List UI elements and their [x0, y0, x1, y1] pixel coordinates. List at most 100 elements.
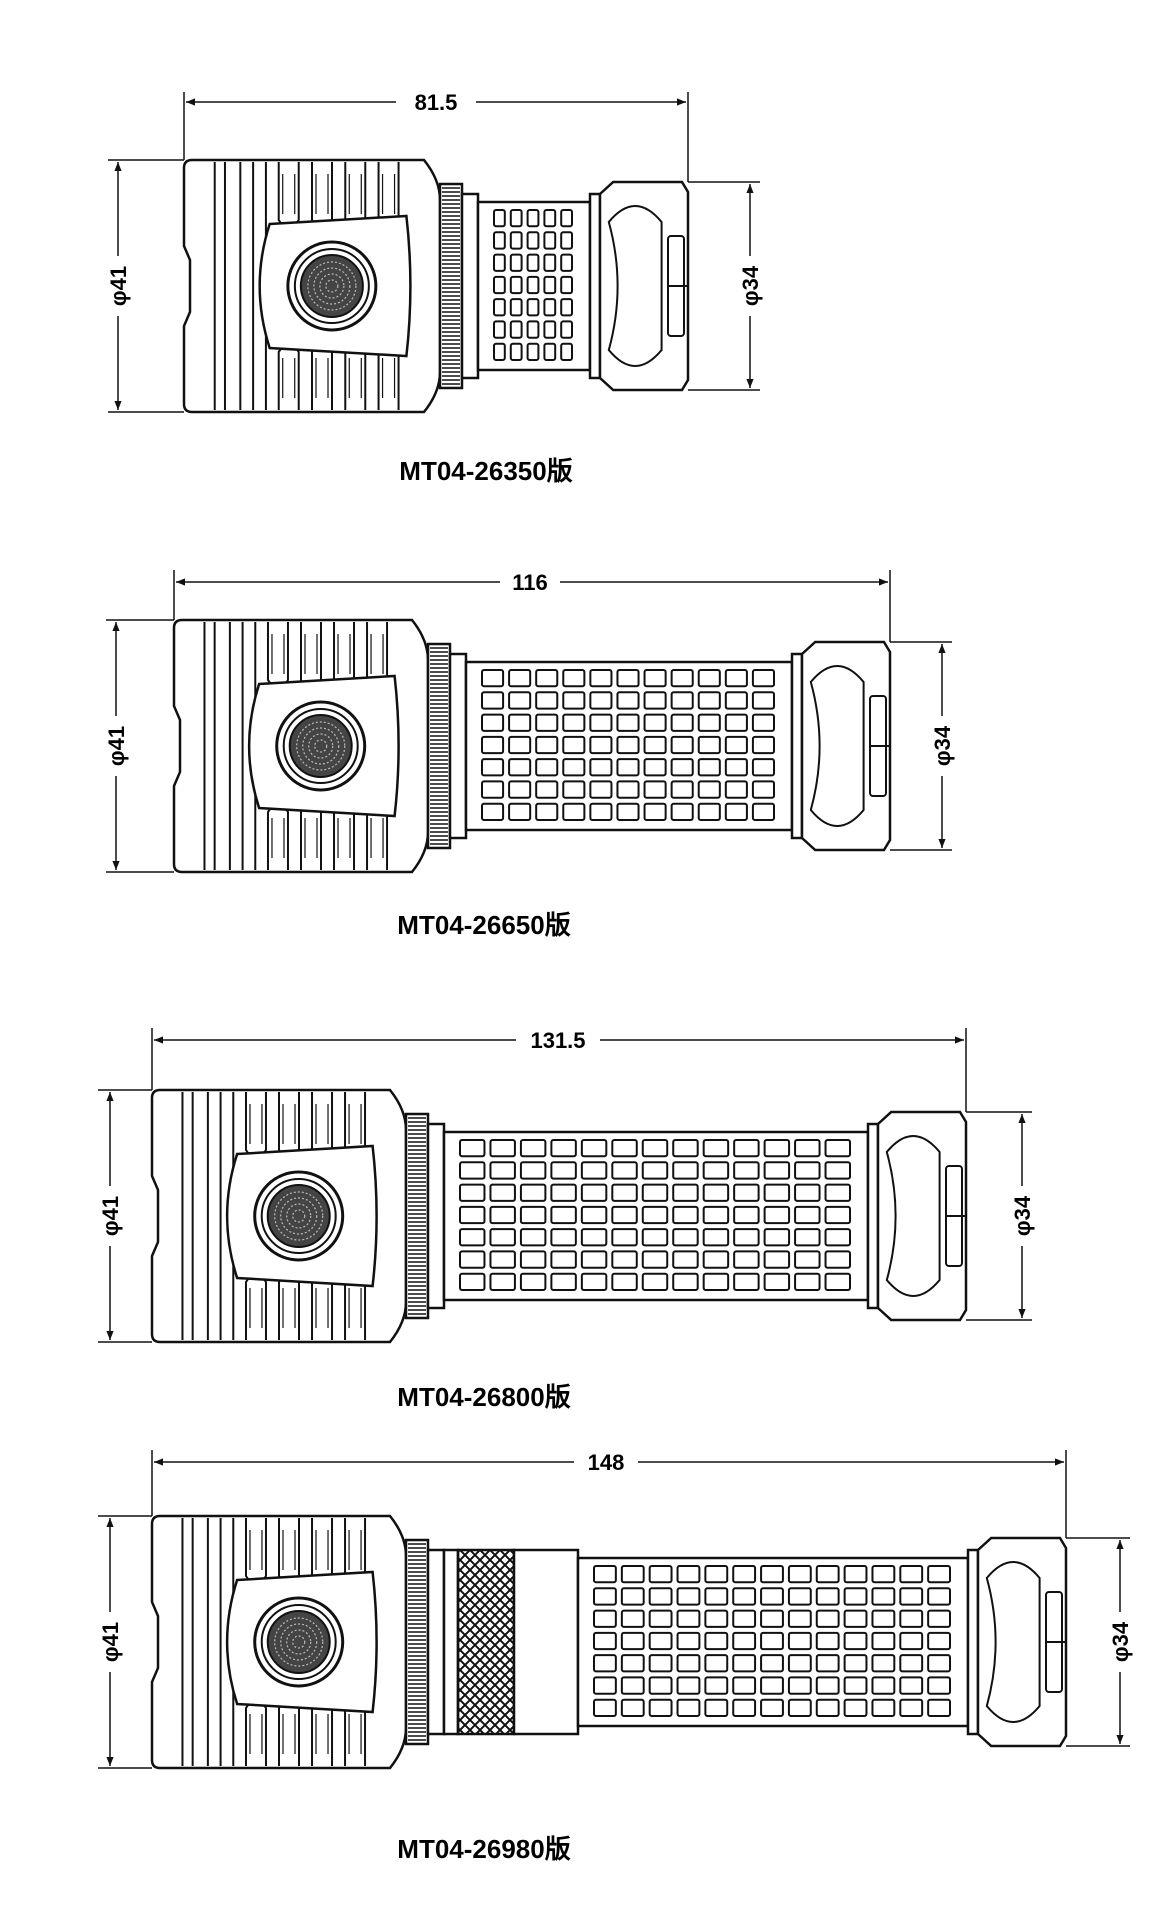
tube-grid-cell [927, 1676, 952, 1695]
texture-ring [313, 267, 351, 305]
tube-grid-cell [560, 320, 574, 339]
tube-grid-cell [535, 802, 559, 822]
tube-grid-cell [580, 1228, 608, 1247]
tube-grid-cell [643, 669, 667, 688]
tube-grid-cell [509, 253, 523, 272]
tube-grid-cell [824, 1161, 851, 1180]
tube-grid-cell [871, 1565, 896, 1584]
texture-ring [292, 1209, 306, 1223]
model-label: MT04-26650版 [397, 910, 570, 940]
tube-grid-cell [763, 1205, 791, 1225]
tail-diameter-dimension: φ34 [890, 641, 956, 851]
tube-grid-cell [580, 1272, 608, 1291]
tube-grid-cell [493, 275, 506, 295]
tube-grid-cell [676, 1676, 701, 1695]
fin-detail [348, 174, 362, 214]
tube-grid-cell [697, 758, 721, 777]
tube-grid-cell [787, 1698, 812, 1717]
tube-grid-cell [824, 1139, 851, 1158]
tube-grid-cell [616, 802, 640, 822]
tube-grid-cell [732, 1587, 757, 1606]
tube-grid-cell [899, 1565, 924, 1584]
tube-grid-cell [641, 1228, 669, 1247]
tube-grid-cell [620, 1676, 645, 1695]
tube-grid-cell [702, 1272, 730, 1291]
fin-detail [370, 818, 384, 858]
tube-grid-cell [519, 1139, 547, 1158]
tube-grid-cell [493, 253, 506, 272]
tube-grid-cell [760, 1609, 784, 1628]
tube-grid-cell [459, 1139, 486, 1158]
tail-neck [790, 652, 804, 840]
fin-detail [337, 818, 351, 858]
tube-grid-cell [702, 1250, 730, 1269]
tube-grid-cell [641, 1205, 669, 1225]
texture-ring [296, 721, 346, 771]
tube-grid-cell [519, 1161, 547, 1180]
tube-grid-cell [794, 1205, 821, 1225]
head-diameter-label: φ41 [98, 1196, 123, 1236]
tail-cap [800, 640, 892, 852]
tube-grid-cell [871, 1676, 896, 1695]
tube-grid-cell [562, 758, 586, 777]
fin-detail [271, 634, 285, 674]
tube-grid-cell [580, 1183, 608, 1202]
tube-grid-cell [672, 1205, 699, 1225]
tube-grid-cell [535, 735, 559, 755]
tube-grid-cell [843, 1676, 868, 1695]
texture-ring [325, 279, 339, 293]
tube-grid-cell [550, 1139, 577, 1158]
length-label: 131.5 [530, 1028, 585, 1053]
fin-detail [337, 634, 351, 674]
tube-grid-cell [641, 1272, 669, 1291]
tube-grid-cell [543, 253, 557, 272]
tail-cap-facet [885, 1135, 941, 1297]
texture-ring [292, 1635, 306, 1649]
tube-grid-cell [843, 1654, 868, 1673]
tube-grid-cell [927, 1565, 952, 1584]
tube-grid-cell [562, 735, 586, 755]
tube-grid-cell [560, 231, 574, 250]
tube-grid-cell [733, 1205, 760, 1225]
tube-grid-cell [648, 1698, 673, 1717]
switch-button-texture [266, 1184, 331, 1248]
tube-grid-cell [704, 1609, 729, 1628]
drawing-1: 81.5 φ41 φ34 MT04-26350版 [104, 88, 764, 486]
texture-ring [280, 1197, 318, 1235]
length-dimension: 116 [173, 568, 891, 642]
tube-grid-cell [733, 1228, 760, 1247]
tube-grid-cell [509, 275, 523, 295]
tube-grid-cell [508, 802, 532, 822]
fin-detail [315, 174, 329, 214]
tube-grid-cell [815, 1698, 840, 1717]
tube-grid-cell [702, 1205, 730, 1225]
tube-grid-cell [843, 1565, 868, 1584]
collar [426, 1122, 446, 1310]
model-label: MT04-26980版 [397, 1834, 570, 1864]
tail-diameter-label: φ34 [1010, 1195, 1035, 1236]
texture-ring [286, 1203, 312, 1229]
tube-grid-cell [794, 1228, 821, 1247]
tail-diameter-label: φ34 [930, 725, 955, 766]
tube-grid-cell [794, 1183, 821, 1202]
tube-grid-cell [732, 1654, 757, 1673]
tube-grid-cell [481, 802, 505, 822]
texture-ring [307, 261, 357, 311]
tube-grid-cell [751, 758, 776, 777]
tube-grid-cell [871, 1654, 896, 1673]
tube-grid-cell [843, 1587, 868, 1606]
length-label: 148 [588, 1450, 625, 1475]
tube-grid-cell [899, 1609, 924, 1628]
tube-grid-cell [550, 1250, 577, 1269]
tube-grid-cell [704, 1676, 729, 1695]
fin-detail [315, 1104, 329, 1144]
head-diameter-label: φ41 [104, 726, 129, 766]
tube-grid-cell [787, 1565, 812, 1584]
tail-cap-facet [809, 665, 865, 827]
tube-grid-cell [670, 802, 694, 822]
tube-grid-cell [704, 1654, 729, 1673]
tube-grid-cell [560, 298, 574, 317]
tube-grid-cell [593, 1609, 617, 1628]
tube-grid-cell [616, 691, 640, 710]
